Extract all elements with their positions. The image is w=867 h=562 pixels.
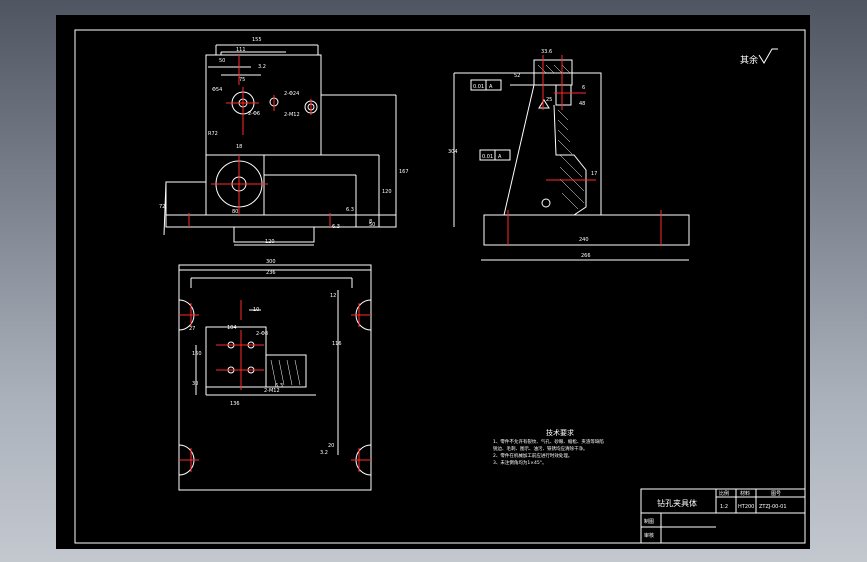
roughness-label: 其余: [740, 54, 758, 66]
front-view: [163, 44, 397, 246]
scale-label: 比例: [719, 490, 729, 497]
svg-text:2-M12: 2-M12: [264, 388, 280, 394]
tech-item: 1、零件不允许有裂纹、气孔、砂眼、缩松、夹渣等缺陷: [493, 438, 604, 445]
front-view-dimensions: 155 111 50 75 Φ54 2-Φ6 2-Φ24 2-M12 3.2 R…: [159, 37, 409, 245]
svg-text:12: 12: [330, 293, 336, 299]
svg-text:304: 304: [448, 149, 458, 155]
svg-text:8: 8: [369, 219, 372, 225]
svg-text:10: 10: [253, 307, 259, 313]
roughness-check-icon: [758, 48, 778, 64]
svg-text:A: A: [489, 84, 493, 90]
svg-text:6.3: 6.3: [346, 207, 354, 213]
top-view-hatch: [270, 359, 301, 386]
title-block: 钻孔夹具体 比例 材料 图号 1:2 HT200 ZTZJ-00-01 制图 审…: [640, 488, 806, 544]
svg-text:120: 120: [265, 239, 275, 245]
svg-text:120: 120: [382, 189, 392, 195]
svg-text:6.3: 6.3: [332, 224, 340, 230]
svg-text:Φ54: Φ54: [212, 87, 222, 93]
svg-text:A: A: [498, 154, 502, 160]
svg-text:33.6: 33.6: [541, 49, 552, 55]
svg-text:0.01: 0.01: [482, 154, 493, 160]
svg-text:104: 104: [227, 325, 237, 331]
top-view-centerlines: [179, 300, 371, 472]
side-view: [453, 59, 690, 261]
svg-text:18: 18: [236, 144, 242, 150]
svg-text:3.2: 3.2: [258, 64, 266, 70]
tech-item: 锐边、毛刺、图示、油污、铁锈均应清除干净。: [493, 445, 588, 452]
tech-requirements-title: 技术要求: [546, 428, 574, 437]
drawing-no-value: ZTZJ-00-01: [759, 504, 787, 510]
tech-item: 2、零件在机械加工前应进行时效处理。: [493, 452, 572, 459]
drawn-label: 制图: [644, 518, 654, 525]
checked-label: 审核: [644, 532, 654, 539]
svg-text:48: 48: [579, 101, 585, 107]
svg-text:2-Φ6: 2-Φ6: [248, 111, 260, 117]
svg-text:6: 6: [582, 85, 585, 91]
svg-text:116: 116: [332, 341, 342, 347]
svg-text:0.01: 0.01: [473, 84, 484, 90]
drawing-frame: [74, 29, 806, 544]
svg-text:20: 20: [328, 443, 334, 449]
svg-text:50: 50: [369, 222, 375, 228]
svg-text:300: 300: [266, 259, 276, 265]
svg-text:266: 266: [581, 253, 591, 259]
svg-text:80: 80: [232, 209, 238, 215]
svg-text:72: 72: [159, 204, 165, 210]
svg-text:2-Φ24: 2-Φ24: [284, 91, 299, 97]
side-view-dimensions: 33.6 52 0.01 A 0.01 A 304 6 240 266 25 4…: [448, 49, 597, 259]
svg-text:111: 111: [236, 47, 246, 53]
tech-requirements: 技术要求 1、零件不允许有裂纹、气孔、砂眼、缩松、夹渣等缺陷 锐边、毛刺、图示、…: [493, 428, 604, 466]
front-view-centerlines: [188, 55, 331, 227]
svg-text:75: 75: [239, 77, 245, 83]
svg-text:17: 17: [591, 171, 597, 177]
tech-item: 3、未注倒角均为1×45°。: [493, 459, 546, 466]
svg-text:25: 25: [546, 97, 552, 103]
svg-text:27: 27: [189, 326, 195, 332]
roughness-note: 其余: [740, 48, 778, 66]
svg-text:30: 30: [192, 381, 198, 387]
svg-text:160: 160: [192, 351, 202, 357]
svg-text:3.2: 3.2: [320, 450, 328, 456]
svg-text:240: 240: [579, 237, 589, 243]
svg-text:2-Φ8: 2-Φ8: [256, 331, 268, 337]
material-value: HT200: [738, 504, 754, 510]
drawing-sheet: 其余: [56, 15, 810, 549]
material-label: 材料: [740, 490, 750, 497]
svg-text:52: 52: [514, 73, 520, 79]
svg-text:236: 236: [266, 270, 276, 276]
scale-value: 1:2: [720, 504, 728, 510]
part-name: 钻孔夹具体: [657, 498, 697, 508]
svg-text:50: 50: [219, 58, 225, 64]
svg-text:R72: R72: [208, 131, 218, 137]
top-view-dimensions: 300 236 10 12 104 2-Φ8 2-M12 116 27 136 …: [189, 259, 342, 456]
svg-text:6.3: 6.3: [275, 383, 283, 389]
side-view-hatch: [537, 64, 585, 210]
drawing-canvas: 其余: [74, 29, 806, 544]
svg-text:155: 155: [252, 37, 262, 43]
svg-text:2-M12: 2-M12: [284, 112, 300, 118]
side-view-centerlines: [507, 55, 662, 245]
top-view: [178, 264, 372, 491]
drawing-no-label: 图号: [771, 491, 781, 497]
svg-text:167: 167: [399, 169, 409, 175]
svg-text:136: 136: [230, 401, 240, 407]
